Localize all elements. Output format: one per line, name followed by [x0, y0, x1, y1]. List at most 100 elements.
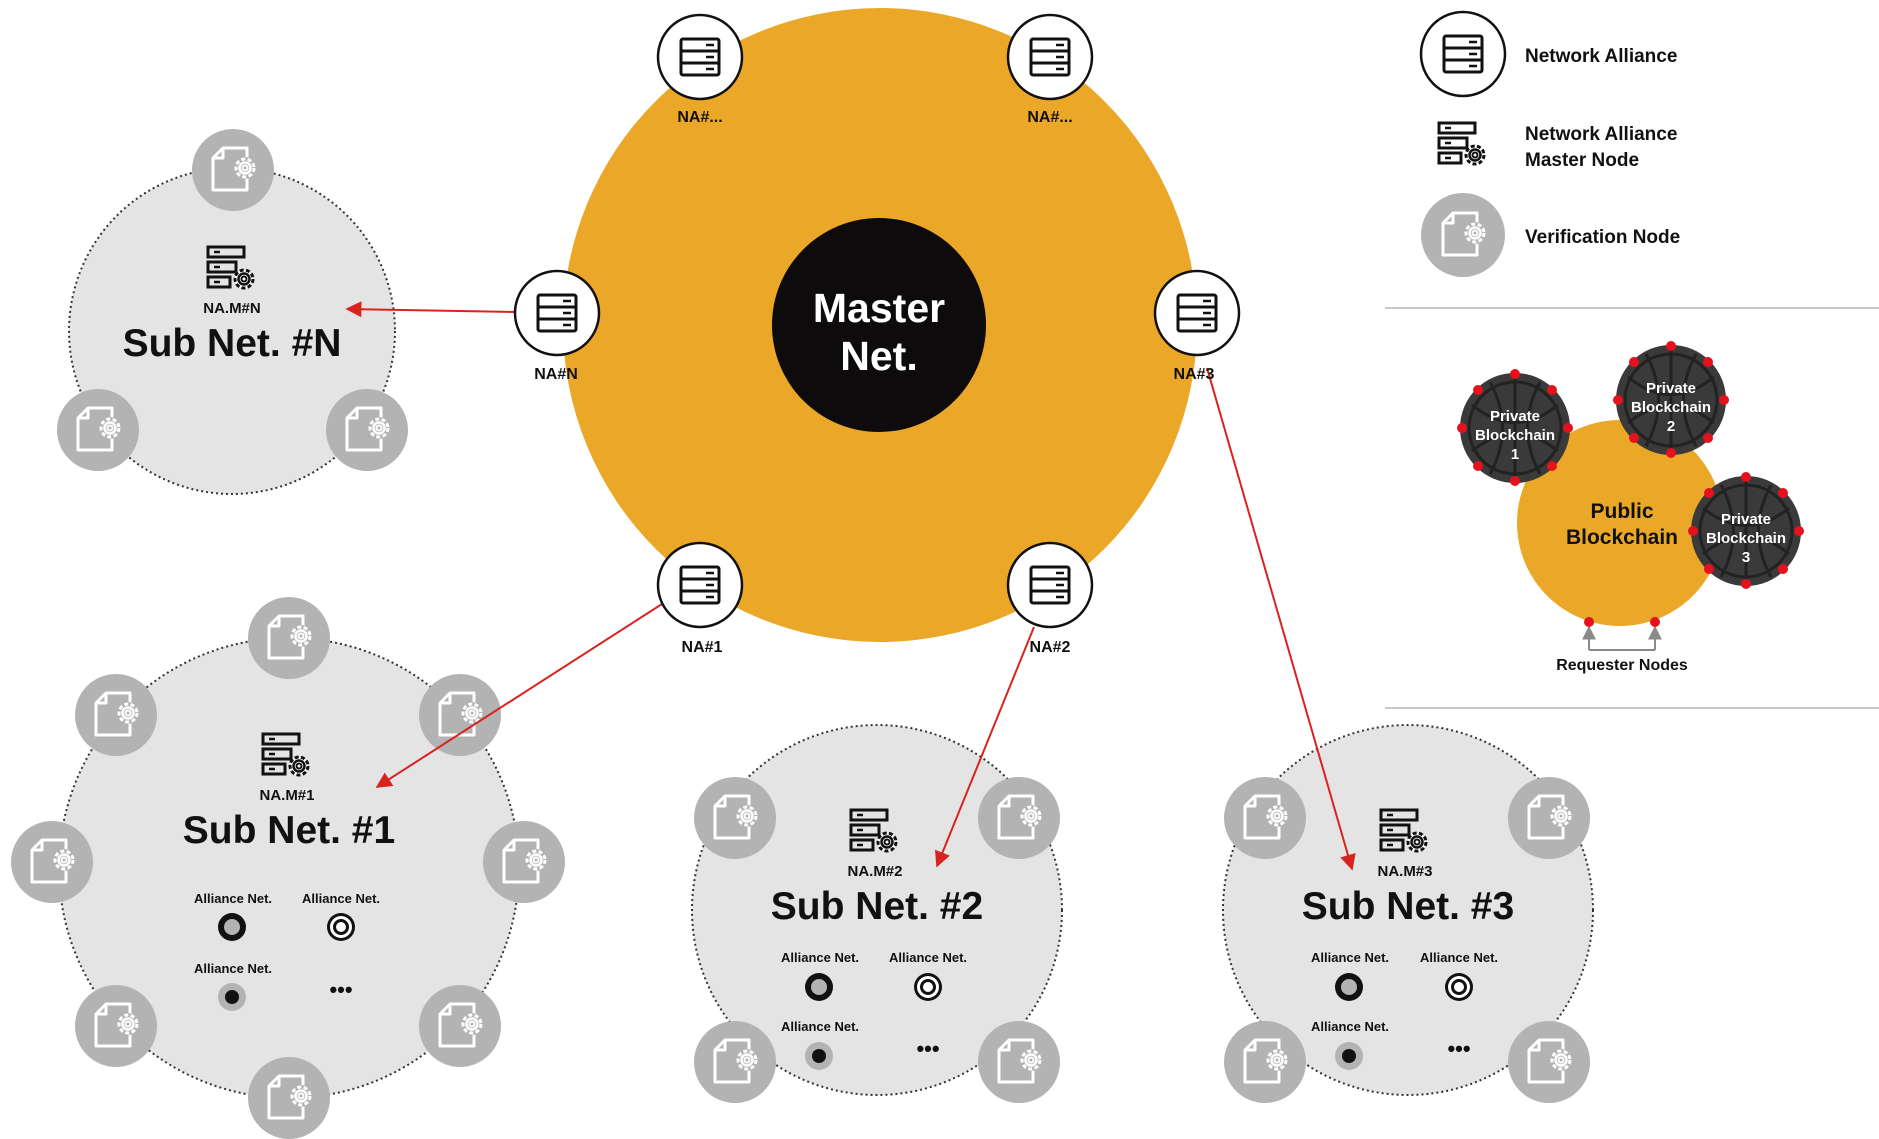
verification-node [1224, 777, 1306, 859]
subnet-3-area [1222, 724, 1594, 1096]
alliance-net-label: Alliance Net. [194, 961, 272, 976]
alliance-net-dot [218, 983, 246, 1011]
alliance-net-dot [327, 913, 355, 941]
more-indicator: ••• [329, 977, 352, 1002]
more-indicator: ••• [916, 1036, 939, 1061]
alliance-net-dot [218, 913, 246, 941]
verification-node [326, 389, 408, 471]
na-label: NA#... [1027, 109, 1072, 126]
alliance-net-label: Alliance Net. [781, 950, 859, 965]
legend-master-node-line1: Network Alliance [1525, 124, 1677, 145]
alliance-net-dot [914, 973, 942, 1001]
blockchain-inset: Public Blockchain Private Blockchain 1 [1457, 341, 1804, 674]
connection-arrows [345, 301, 1356, 871]
subnet-master-label: NA.M#1 [259, 787, 314, 804]
alliance-net-label: Alliance Net. [889, 950, 967, 965]
verification-node [419, 985, 501, 1067]
alliance-net-label: Alliance Net. [302, 891, 380, 906]
na-node-top-left: NA#... [656, 13, 744, 126]
subnet-master-label: NA.M#N [203, 300, 261, 317]
private-blockchain-line1: Private [1721, 511, 1771, 528]
subnet-n: NA.M#N Sub Net. #N [57, 129, 408, 495]
public-blockchain-line2: Blockchain [1566, 526, 1678, 549]
legend: Network Alliance Network Alliance Master… [1385, 10, 1879, 709]
alliance-net-label: Alliance Net. [1420, 950, 1498, 965]
na-label: NA#1 [682, 639, 723, 656]
private-blockchain-line1: Private [1646, 380, 1696, 397]
private-blockchain-line2: Blockchain [1475, 427, 1555, 444]
verification-node [192, 129, 274, 211]
subnet-title: Sub Net. #1 [183, 809, 395, 852]
na-node-top-right: NA#... [1006, 13, 1094, 126]
arrow-na-3-to-subnet-3 [1206, 367, 1356, 871]
private-blockchain-num: 1 [1511, 446, 1519, 463]
verification-node [419, 674, 501, 756]
legend-master-node: Network Alliance Master Node [1437, 121, 1677, 171]
verification-node [57, 389, 139, 471]
verification-node [978, 1021, 1060, 1103]
na-node-3: NA#3 [1153, 269, 1241, 383]
na-label: NA#N [534, 366, 578, 383]
alliance-net-dot [1335, 973, 1363, 1001]
verification-node [978, 777, 1060, 859]
verification-node [694, 777, 776, 859]
verification-node [75, 674, 157, 756]
master-network: Master Net. [563, 8, 1197, 642]
private-blockchain-3: Private Blockchain 3 [1688, 472, 1804, 589]
verification-node [483, 821, 565, 903]
private-blockchain-num: 2 [1667, 418, 1675, 435]
master-title-line1: Master [813, 285, 945, 331]
verification-node [248, 597, 330, 679]
requester-nodes-label: Requester Nodes [1556, 657, 1688, 674]
public-blockchain [1517, 420, 1723, 626]
alliance-net-dot [1445, 973, 1473, 1001]
subnet-3: NA.M#3 Sub Net. #3 Alliance Net. Allianc… [1222, 724, 1594, 1103]
arrow-na-n-to-subnet-n [345, 301, 516, 318]
alliance-net-dot [1335, 1042, 1363, 1070]
alliance-net-label: Alliance Net. [1311, 950, 1389, 965]
verification-node [1224, 1021, 1306, 1103]
subnet-2-area [691, 724, 1063, 1096]
subnet-title: Sub Net. #3 [1302, 885, 1514, 928]
master-title-line2: Net. [840, 333, 917, 379]
requester-nodes: Requester Nodes [1556, 617, 1688, 674]
na-node-2: NA#2 [1006, 541, 1094, 656]
legend-network-alliance: Network Alliance [1419, 10, 1677, 98]
subnet-1: NA.M#1 Sub Net. #1 Alliance Net. Allianc… [11, 597, 565, 1139]
legend-master-node-line2: Master Node [1525, 150, 1639, 171]
master-core [772, 218, 986, 432]
verification-node [11, 821, 93, 903]
private-blockchain-line2: Blockchain [1706, 530, 1786, 547]
public-blockchain-line1: Public [1590, 500, 1653, 523]
alliance-net-label: Alliance Net. [194, 891, 272, 906]
na-label: NA#... [677, 109, 722, 126]
server-gear-icon [1437, 121, 1486, 166]
private-blockchain-line2: Blockchain [1631, 399, 1711, 416]
verification-node [248, 1057, 330, 1139]
subnet-title: Sub Net. #N [123, 322, 342, 365]
na-node-n: NA#N [513, 269, 601, 383]
private-blockchain-1: Private Blockchain 1 [1457, 369, 1573, 486]
private-blockchain-line1: Private [1490, 408, 1540, 425]
subnet-master-label: NA.M#2 [847, 863, 902, 880]
arrow-na-1-to-subnet-1 [375, 603, 663, 788]
subnet-title: Sub Net. #2 [771, 885, 983, 928]
verification-node [1508, 1021, 1590, 1103]
alliance-net-label: Alliance Net. [1311, 1019, 1389, 1034]
verification-node [1508, 777, 1590, 859]
alliance-net-dot [805, 1042, 833, 1070]
na-node-1: NA#1 [656, 541, 744, 656]
verification-node [75, 985, 157, 1067]
subnet-master-label: NA.M#3 [1377, 863, 1432, 880]
na-label: NA#2 [1030, 639, 1071, 656]
arrow-na-2-to-subnet-2 [935, 626, 1035, 868]
legend-network-alliance-label: Network Alliance [1525, 46, 1677, 67]
alliance-net-label: Alliance Net. [781, 1019, 859, 1034]
alliance-net-dot [805, 973, 833, 1001]
verification-node [694, 1021, 776, 1103]
legend-verification-node: Verification Node [1421, 193, 1680, 277]
private-blockchain-2: Private Blockchain 2 [1613, 341, 1729, 458]
subnet-n-area [68, 167, 396, 495]
more-indicator: ••• [1447, 1036, 1470, 1061]
